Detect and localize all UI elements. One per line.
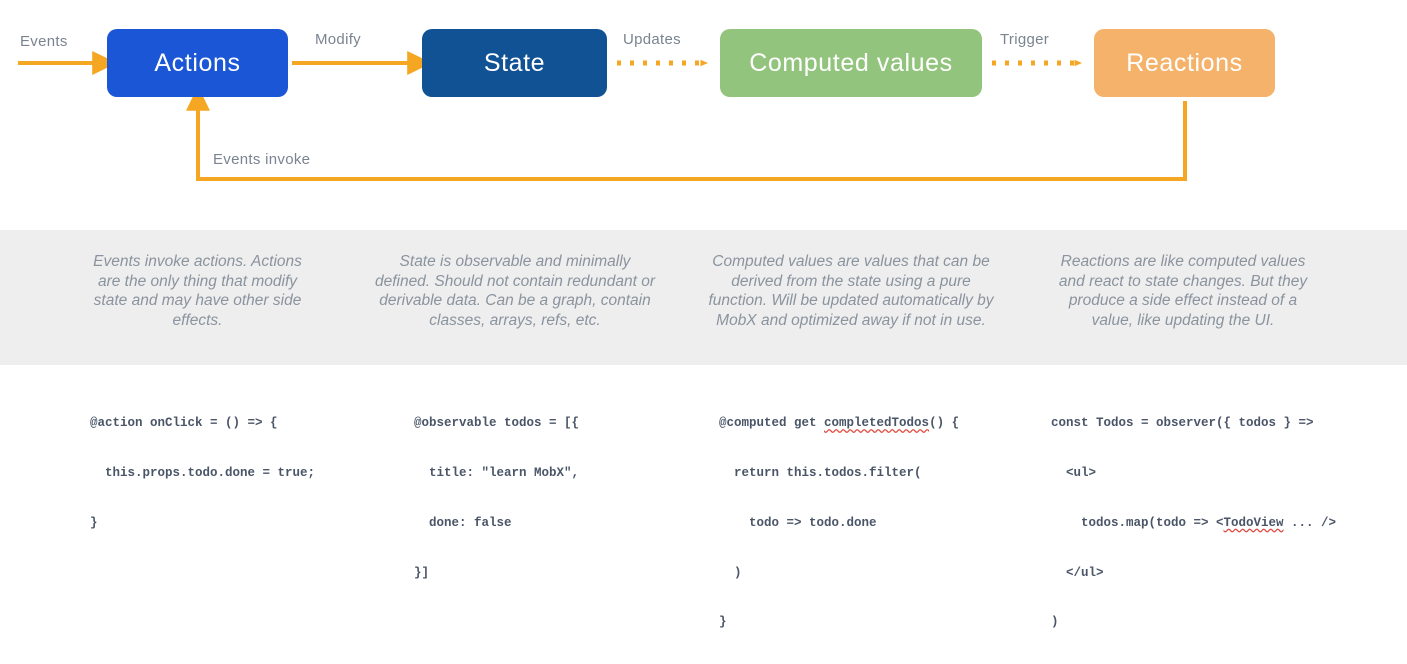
code-snippets-row: @action onClick = () => { this.props.tod… [0, 382, 1407, 629]
description-state: State is observable and minimally define… [374, 253, 656, 329]
code-text: ... /> [1283, 515, 1337, 530]
code-line: title: "learn MobX", [414, 465, 580, 480]
code-snippet-actions: @action onClick = () => { this.props.tod… [90, 382, 315, 565]
description-reactions: Reactions are like computed values and r… [1058, 253, 1308, 329]
edge-label-trigger: Trigger [1000, 31, 1050, 48]
spellcheck-misspelled-word: TodoView [1223, 515, 1284, 530]
spellcheck-misspelled-word: completedTodos [824, 416, 930, 431]
code-line: }] [414, 565, 430, 580]
code-line: @computed get completedTodos() { [719, 415, 959, 432]
code-text: todos.map(todo => < [1051, 515, 1224, 530]
descriptions-band: Events invoke actions. Actions are the o… [0, 230, 1407, 365]
edge-label-modify: Modify [315, 31, 361, 48]
code-text: () { [929, 416, 960, 431]
node-reactions-label: Reactions [1126, 48, 1243, 77]
code-line: ) [719, 565, 742, 580]
code-snippet-reactions: const Todos = observer({ todos } => <ul>… [1051, 382, 1336, 664]
code-line: @observable todos = [{ [414, 416, 580, 431]
code-line: this.props.todo.done = true; [90, 465, 316, 480]
node-state[interactable]: State [422, 29, 607, 97]
node-reactions[interactable]: Reactions [1094, 29, 1275, 97]
code-line: } [719, 615, 727, 630]
code-line: return this.todos.filter( [719, 465, 922, 480]
arrow-reactions-to-actions-loop [186, 86, 1187, 181]
code-line: todos.map(todo => <TodoView ... /> [1051, 515, 1336, 532]
node-computed-values-label: Computed values [749, 48, 953, 77]
flow-diagram: Actions State Computed values Reactions … [0, 0, 1407, 230]
code-text: @computed get [719, 416, 825, 431]
flow-arrows-layer [18, 51, 1187, 181]
code-line: <ul> [1051, 465, 1097, 480]
edge-label-events-invoke: Events invoke [213, 151, 311, 168]
edge-label-events: Events [20, 33, 68, 50]
description-actions: Events invoke actions. Actions are the o… [93, 253, 302, 329]
node-state-label: State [483, 48, 546, 77]
code-line: done: false [414, 515, 512, 530]
node-actions-label: Actions [154, 48, 241, 77]
edge-label-updates: Updates [623, 31, 681, 48]
code-snippet-computed-values: @computed get completedTodos() { return … [719, 382, 959, 664]
code-line: const Todos = observer({ todos } => [1051, 416, 1314, 431]
node-computed-values[interactable]: Computed values [720, 29, 982, 97]
code-line: </ul> [1051, 565, 1104, 580]
node-actions[interactable]: Actions [107, 29, 288, 97]
code-line: } [90, 515, 98, 530]
description-computed-values: Computed values are values that can be d… [708, 253, 994, 329]
code-line: todo => todo.done [719, 515, 877, 530]
code-snippet-state: @observable todos = [{ title: "learn Mob… [414, 382, 579, 614]
code-line: @action onClick = () => { [90, 416, 278, 431]
code-line: ) [1051, 615, 1059, 630]
